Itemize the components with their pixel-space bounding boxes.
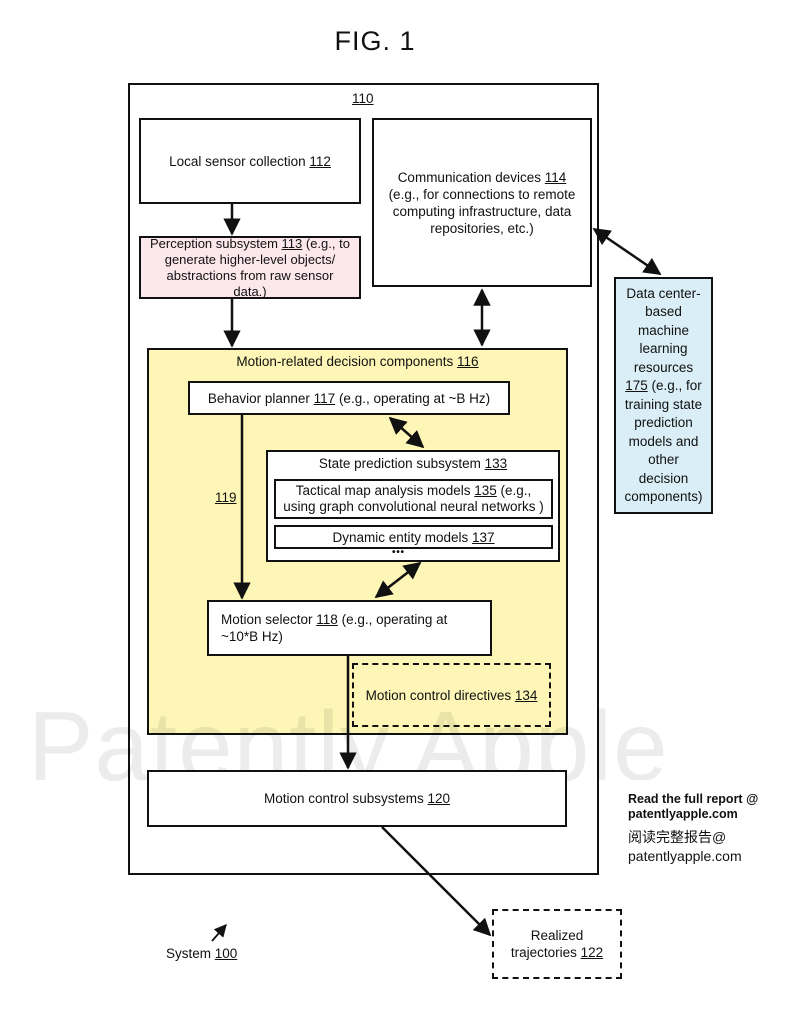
motion-decision-ref: 116 xyxy=(457,354,479,369)
motion-directives-label: Motion control directives xyxy=(365,687,515,703)
local-sensor-label: Local sensor collection xyxy=(169,153,310,169)
promo-block: Read the full report @ patentlyapple.com… xyxy=(614,780,792,875)
system-label-text: System xyxy=(166,946,212,961)
tactical-map-label: Tactical map analysis models xyxy=(295,483,475,498)
perception-label: Perception subsystem xyxy=(150,235,282,251)
dynamic-entity-ref: 137 xyxy=(472,529,495,545)
arrow-prediction-selector xyxy=(374,561,422,599)
promo-chinese: 阅读完整报告@ patentlyapple.com xyxy=(628,829,742,864)
behavior-planner-ref: 117 xyxy=(313,390,336,406)
trajectories-box: Realized trajectories 122 xyxy=(492,909,622,979)
motion-directives-box: Motion control directives 134 xyxy=(352,663,551,727)
arrow-label-119: 119 xyxy=(215,490,237,505)
ellipsis-marker: • • • xyxy=(392,547,404,558)
motion-control-ref: 120 xyxy=(427,791,451,806)
motion-selector-label: Motion selector xyxy=(221,612,317,627)
perception-box: Perception subsystem 113 (e.g., to gener… xyxy=(139,236,361,299)
tactical-map-ref: 135 xyxy=(474,483,497,498)
state-prediction-label: State prediction subsystem xyxy=(318,456,485,471)
system-label: System 100 xyxy=(166,946,237,961)
local-sensor-ref: 112 xyxy=(309,153,331,169)
promo-english: Read the full report @ patentlyapple.com xyxy=(628,792,759,821)
behavior-planner-label: Behavior planner xyxy=(207,390,314,406)
perception-ref: 113 xyxy=(281,235,303,251)
outer-box-ref: 110 xyxy=(352,91,374,106)
arrow-planner-prediction xyxy=(388,416,425,449)
behavior-planner-box: Behavior planner 117 (e.g., operating at… xyxy=(188,381,510,415)
motion-decision-label: Motion-related decision components xyxy=(236,354,458,369)
data-center-box: Data center-based machine learning resou… xyxy=(614,277,713,514)
perception-desc: (e.g., to generate higher-level objects/… xyxy=(164,235,350,299)
arrow-control-to-trajectories xyxy=(381,826,492,937)
motion-selector-box: Motion selector 118 (e.g., operating at … xyxy=(207,600,492,656)
tactical-map-desc: (e.g., using graph convolutional neural … xyxy=(283,483,544,514)
state-prediction-ref: 133 xyxy=(484,456,508,471)
data-center-ref: 175 xyxy=(625,378,648,393)
state-prediction-title: State prediction subsystem 133 xyxy=(266,456,560,471)
motion-control-box: Motion control subsystems 120 xyxy=(147,770,567,827)
system-outer-box xyxy=(128,83,599,875)
data-center-label: Data center-based machine learning resou… xyxy=(626,285,701,375)
arrow-communication-datacenter xyxy=(592,227,662,276)
arrow-system-pointer xyxy=(211,924,227,942)
motion-control-label: Motion control subsystems xyxy=(263,791,428,806)
tactical-map-box: Tactical map analysis models 135 (e.g., … xyxy=(274,479,553,519)
dynamic-entity-label: Dynamic entity models xyxy=(332,529,473,545)
motion-decision-title: Motion-related decision components 116 xyxy=(147,354,568,369)
local-sensor-box: Local sensor collection 112 xyxy=(139,118,361,204)
data-center-desc: (e.g., for training state prediction mod… xyxy=(624,378,703,504)
motion-directives-ref: 134 xyxy=(514,687,538,703)
communication-ref: 114 xyxy=(544,169,567,185)
figure-title: FIG. 1 xyxy=(334,26,416,56)
trajectories-label: Realized trajectories xyxy=(510,928,584,960)
trajectories-ref: 122 xyxy=(580,945,604,960)
motion-selector-ref: 118 xyxy=(316,612,338,627)
dynamic-entity-box: Dynamic entity models 137 xyxy=(274,525,553,549)
communication-label: Communication devices xyxy=(397,169,545,185)
motion-selector-desc: (e.g., operating at ~10*B Hz) xyxy=(221,612,448,644)
communication-box: Communication devices 114 (e.g., for con… xyxy=(372,118,592,287)
behavior-planner-desc: (e.g., operating at ~B Hz) xyxy=(335,390,491,406)
system-label-ref: 100 xyxy=(214,946,238,961)
communication-desc: (e.g., for connections to remote computi… xyxy=(388,186,576,236)
